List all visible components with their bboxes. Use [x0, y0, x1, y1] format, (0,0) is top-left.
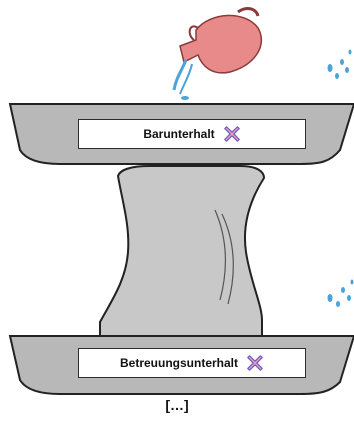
water-drops-icon: [327, 279, 354, 307]
ellipsis-text: […]: [165, 397, 189, 413]
x-mark-icon[interactable]: [223, 125, 241, 143]
label-text: Barunterhalt: [143, 127, 215, 141]
water-drops-icon: [327, 49, 352, 79]
label-barunterhalt[interactable]: Barunterhalt: [78, 119, 306, 149]
label-betreuungsunterhalt[interactable]: Betreuungsunterhalt: [78, 348, 306, 378]
scale-column: [99, 165, 266, 337]
jug-icon: [172, 7, 263, 100]
x-mark-icon[interactable]: [246, 354, 264, 372]
label-text: Betreuungsunterhalt: [119, 356, 238, 370]
